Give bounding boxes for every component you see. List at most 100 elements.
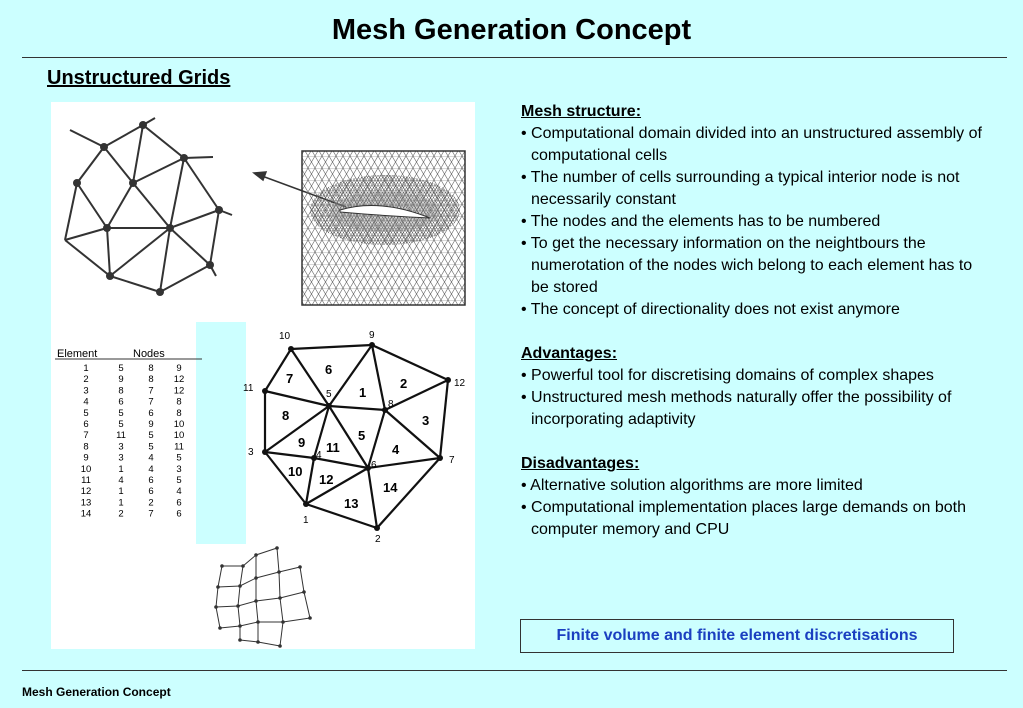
table-element-cell: 12 <box>81 486 92 497</box>
numbered-mesh-figure <box>263 343 450 530</box>
table-node-cell: 8 <box>176 397 181 408</box>
table-node-cell: 6 <box>118 397 123 408</box>
table-node-cell: 11 <box>174 441 184 452</box>
disadvantages-bullet: • Computational implementation places la… <box>521 499 966 538</box>
mesh-structure-bullet: • The concept of directionality does not… <box>521 301 900 318</box>
table-node-cell: 10 <box>174 430 185 441</box>
table-node-cell: 1 <box>118 486 123 497</box>
table-element-cell: 3 <box>83 385 88 396</box>
element-label: 5 <box>358 428 365 443</box>
mesh-structure-bullet: • The number of cells surrounding a typi… <box>521 169 960 208</box>
node-label: 6 <box>371 460 377 471</box>
table-element-cell: 7 <box>83 430 88 441</box>
element-label: 2 <box>400 376 407 391</box>
node-label: 2 <box>375 534 381 545</box>
airfoil-mesh-border <box>301 150 466 306</box>
page-title: Mesh Generation Concept <box>331 14 692 46</box>
table-header-nodes: Nodes <box>133 348 165 360</box>
table-node-cell: 5 <box>176 475 181 486</box>
table-node-cell: 12 <box>174 385 185 396</box>
table-node-cell: 1 <box>118 464 123 475</box>
table-node-cell: 5 <box>118 419 123 430</box>
table-node-cell: 9 <box>148 419 153 430</box>
element-label: 10 <box>288 464 302 479</box>
element-label: 7 <box>286 371 293 386</box>
table-node-cell: 3 <box>118 441 123 452</box>
table-node-cell: 5 <box>118 363 123 374</box>
table-element-cell: 6 <box>83 419 88 430</box>
element-label: 1 <box>359 385 366 400</box>
node-labels: 1 2 3 4 5 6 7 8 9 10 11 12 <box>243 330 466 545</box>
table-element-cell: 13 <box>81 497 92 508</box>
bottom-divider <box>22 670 1007 671</box>
table-node-cell: 2 <box>118 509 123 520</box>
table-element-cell: 10 <box>81 464 92 475</box>
table-node-cell: 9 <box>176 363 181 374</box>
element-labels: 1 2 3 4 5 6 7 8 9 10 11 12 13 14 <box>282 362 429 511</box>
table-node-cell: 6 <box>148 486 153 497</box>
table-node-cell: 12 <box>174 374 185 385</box>
node-label: 12 <box>454 378 466 389</box>
quad-mesh-nodes <box>214 546 312 648</box>
table-node-cell: 7 <box>148 385 153 396</box>
disadvantages-bullet: • Alternative solution algorithms are mo… <box>521 477 863 494</box>
table-node-cell: 9 <box>118 374 123 385</box>
callout-box: Finite volume and finite element discret… <box>520 619 954 653</box>
node-label: 3 <box>248 447 254 458</box>
table-node-cell: 8 <box>148 363 153 374</box>
table-node-cell: 2 <box>148 497 153 508</box>
node-label: 7 <box>449 455 455 466</box>
node-label: 8 <box>388 399 394 410</box>
element-label: 12 <box>319 472 333 487</box>
footer-text: Mesh Generation Concept <box>22 685 171 699</box>
figure-panel-bottom <box>51 544 475 649</box>
irregular-mesh-nodes <box>73 121 223 296</box>
table-element-cell: 14 <box>81 509 92 520</box>
table-element-cell: 8 <box>83 441 88 452</box>
airfoil-mesh-figure <box>302 151 465 305</box>
numbered-mesh-nodes <box>262 342 451 531</box>
node-label: 5 <box>326 389 332 400</box>
node-label: 1 <box>303 515 309 526</box>
section-subtitle: Unstructured Grids <box>47 67 231 89</box>
element-label: 13 <box>344 496 358 511</box>
table-node-cell: 4 <box>148 453 153 464</box>
table-element-cell: 4 <box>83 397 88 408</box>
table-node-cell: 3 <box>176 464 181 475</box>
table-node-cell: 5 <box>118 408 123 419</box>
table-node-cell: 5 <box>148 430 153 441</box>
table-node-cell: 6 <box>176 497 181 508</box>
node-label: 11 <box>243 383 254 394</box>
advantages-bullet: • Unstructured mesh methods naturally of… <box>521 389 952 428</box>
top-divider <box>22 57 1007 58</box>
table-node-cell: 10 <box>174 419 185 430</box>
mesh-structure-bullet: • To get the necessary information on th… <box>521 235 973 296</box>
table-header-element: Element <box>57 348 97 360</box>
table-node-cell: 8 <box>148 374 153 385</box>
element-label: 9 <box>298 435 305 450</box>
element-label: 4 <box>392 442 400 457</box>
irregular-mesh-figure <box>64 117 233 293</box>
table-node-cell: 6 <box>148 475 153 486</box>
mesh-structure-bullet: • The nodes and the elements has to be n… <box>521 213 881 230</box>
element-label: 6 <box>325 362 332 377</box>
table-node-cell: 6 <box>176 509 181 520</box>
table-node-cell: 7 <box>148 509 153 520</box>
table-element-cell: 5 <box>83 408 88 419</box>
table-element-cell: 9 <box>83 453 88 464</box>
mesh-structure-heading: Mesh structure: <box>521 103 642 120</box>
table-node-cell: 5 <box>176 453 181 464</box>
table-node-cell: 4 <box>148 464 153 475</box>
table-element-cell: 2 <box>83 374 88 385</box>
table-node-cell: 1 <box>118 497 123 508</box>
table-node-cell: 3 <box>118 453 123 464</box>
table-node-cell: 5 <box>148 441 153 452</box>
table-node-cell: 4 <box>176 486 181 497</box>
disadvantages-heading: Disadvantages: <box>521 455 640 472</box>
table-node-cell: 4 <box>118 475 123 486</box>
mesh-structure-bullet: • Computational domain divided into an u… <box>521 125 982 164</box>
table-node-cell: 8 <box>176 408 181 419</box>
node-label: 4 <box>316 450 322 461</box>
